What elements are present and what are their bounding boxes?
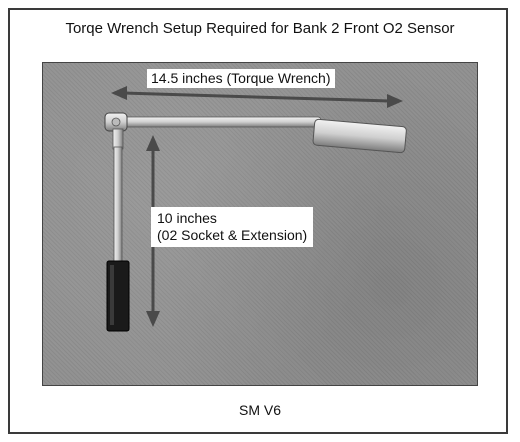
- wrench-length-label: 14.5 inches (Torque Wrench): [147, 69, 335, 88]
- socket-length-label: 10 inches (02 Socket & Extension): [151, 207, 314, 247]
- socket-length-line1: 10 inches: [157, 210, 217, 226]
- tool-photo: 14.5 inches (Torque Wrench) 10 inches (0…: [42, 62, 478, 386]
- tool-illustration: [104, 86, 407, 332]
- torque-wrench: [104, 112, 407, 154]
- figure-caption: SM V6: [238, 402, 281, 418]
- socket-extension: [106, 128, 130, 332]
- figure-title: Torqe Wrench Setup Required for Bank 2 F…: [65, 20, 455, 37]
- socket-length-line2: (02 Socket & Extension): [157, 227, 308, 243]
- wrench-length-arrow: [111, 86, 403, 108]
